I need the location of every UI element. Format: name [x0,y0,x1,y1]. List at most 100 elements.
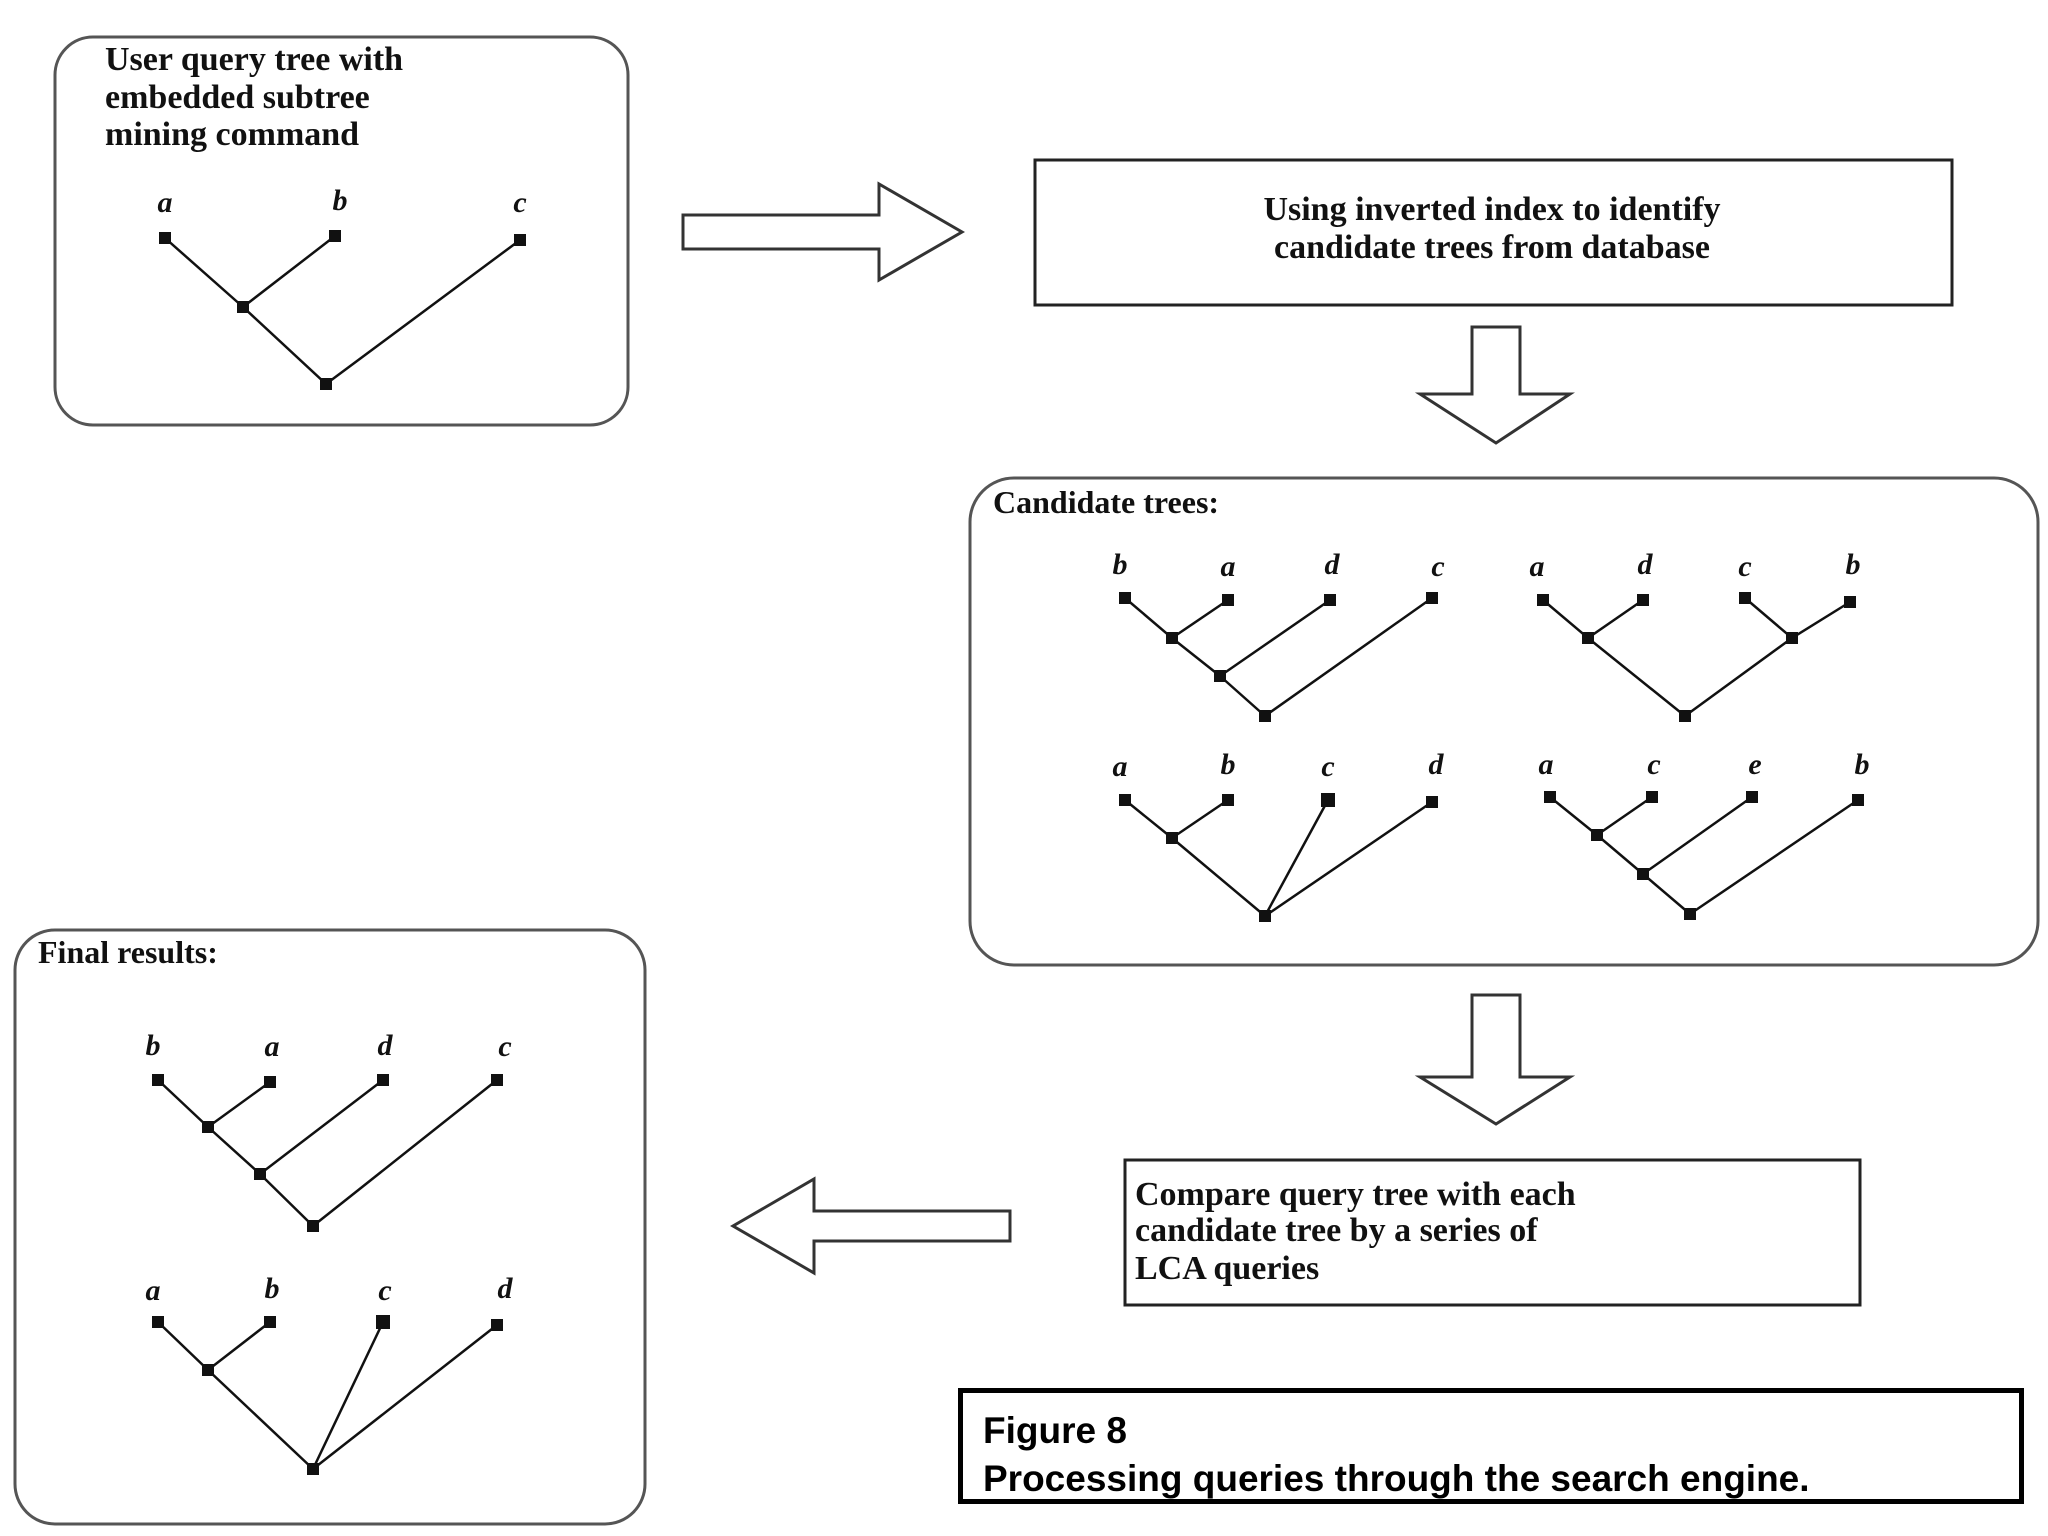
leaf-label: c [378,1274,391,1307]
tree-edge [207,1369,314,1470]
leaf-label: c [1431,550,1444,583]
compare-step: Compare query tree with each candidate t… [1123,1158,1862,1307]
tree-node [202,1364,214,1376]
result-tree-2: a b c d [146,1272,514,1475]
leaf-label: d [378,1029,394,1062]
tree-edge [1264,800,1433,918]
tree-node [1844,596,1856,608]
tree-node [1166,832,1178,844]
index-step-line-2: candidate trees from database [1274,229,1710,266]
tree-edge [157,1321,209,1371]
tree-edge [259,1173,314,1227]
tree-node [152,1316,164,1328]
tree-node [1426,592,1438,604]
index-step-line-1: Using inverted index to identify [1263,191,1720,228]
tree-node [1222,794,1234,806]
tree-node [1259,910,1271,922]
tree-node [1324,594,1336,606]
inverted-index-step: Using inverted index to identify candida… [1033,158,1954,307]
tree-node [307,1463,319,1475]
leaf-label: d [1429,748,1445,781]
tree-node [1684,908,1696,920]
tree-node [159,232,171,244]
tree-node [376,1315,390,1329]
leaf-label: a [265,1030,280,1063]
tree-node [254,1168,266,1180]
tree-edge [1171,798,1229,840]
leaf-label: c [1321,750,1334,783]
leaf-label: a [146,1274,161,1307]
leaf-label: b [1846,548,1861,581]
leaf-label: d [1638,548,1654,581]
compare-step-line-3: LCA queries [1135,1250,1319,1287]
arrow-right [681,181,965,283]
tree-edge [1264,596,1433,718]
tree-node [1786,632,1798,644]
leaf-label: c [513,186,526,219]
tree-node [320,378,332,390]
tree-node [491,1319,503,1331]
tree-edge [1171,837,1266,917]
leaf-label: b [146,1029,161,1062]
candidate-tree-4: a c e b [1539,748,1870,920]
tree-edge [207,1321,271,1371]
tree-edge [1549,796,1598,836]
leaf-label: b [1855,748,1870,781]
result-tree-1: b a d c [146,1029,512,1232]
tree-edge [1171,598,1229,640]
tree-edge [311,1321,385,1470]
leaf-label: a [1113,750,1128,783]
query-tree-panel: User query tree with embedded subtree mi… [53,35,630,427]
query-tree: a b c [158,184,527,390]
tree-node [152,1074,164,1086]
query-panel-line-1: User query tree with [105,41,403,78]
tree-edge [1642,873,1691,915]
leaf-label: c [1738,550,1751,583]
tree-node [1259,710,1271,722]
tree-edge [1689,798,1859,916]
leaf-label: d [1325,548,1341,581]
tree-node [329,230,341,242]
tree-node [307,1220,319,1232]
tree-edge [207,1126,261,1175]
candidate-tree-1: b a d c [1113,548,1445,722]
tree-edge [312,1079,498,1227]
tree-node [491,1074,503,1086]
tree-node [202,1121,214,1133]
tree-node [1582,632,1594,644]
leaf-label: b [333,184,348,217]
tree-node [514,234,526,246]
leaf-label: a [158,186,173,219]
tree-edge [157,1079,209,1128]
compare-step-line-2: candidate tree by a series of [1135,1212,1538,1249]
tree-edge [242,235,336,308]
candidate-tree-2: a d c b [1530,548,1861,722]
tree-node [1119,592,1131,604]
figure-caption-text: Processing queries through the search en… [983,1458,1810,1499]
arrow-down [1414,993,1576,1126]
figure-number: Figure 8 [983,1410,1127,1451]
tree-edge [312,1324,498,1470]
tree-edge [1596,834,1644,875]
tree-edge [259,1079,384,1175]
tree-edge [1596,795,1653,837]
final-results-panel: Final results: b a d c [13,928,647,1526]
tree-node [1852,794,1864,806]
tree-node [1746,791,1758,803]
tree-edge [1171,637,1221,677]
leaf-label: d [498,1272,514,1305]
query-panel-line-2: embedded subtree [105,79,370,116]
tree-node [237,301,249,313]
arrow-down [1414,325,1575,445]
candidate-tree-3: a b c d [1113,748,1445,922]
tree-edge [242,306,327,385]
tree-edge [1791,600,1851,640]
tree-node [1222,594,1234,606]
leaf-label: b [265,1272,280,1305]
tree-edge [325,238,521,386]
tree-edge [1684,636,1793,718]
tree-node [1214,670,1226,682]
tree-node [377,1074,389,1086]
query-panel-line-3: mining command [105,116,359,153]
leaf-label: c [498,1030,511,1063]
